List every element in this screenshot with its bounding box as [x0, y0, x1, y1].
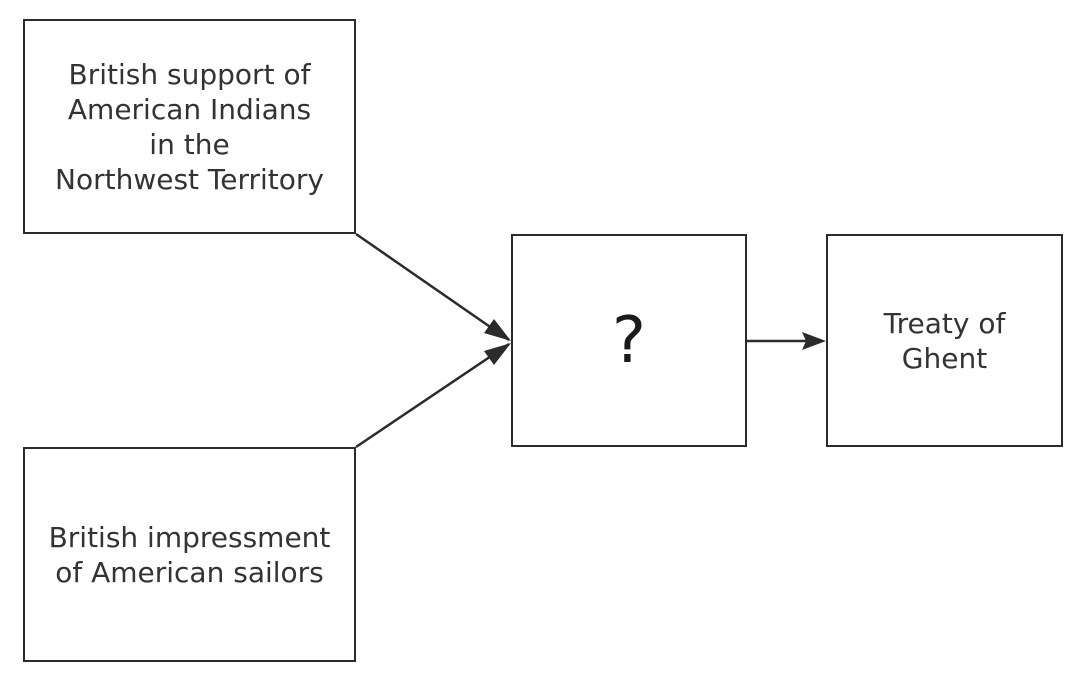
- arrowhead-result: [802, 332, 826, 350]
- arrow-cause-1-to-unknown: [355, 232, 510, 342]
- result-box-treaty: Treaty of Ghent: [826, 234, 1063, 447]
- result-box-treaty-label: Treaty of Ghent: [883, 306, 1006, 375]
- unknown-event-label: ?: [612, 303, 646, 378]
- cause-box-impressment: British impressment of American sailors: [23, 447, 356, 662]
- cause-box-indian-support-label: British support of American Indians in t…: [55, 57, 324, 196]
- cause-box-impressment-label: British impressment of American sailors: [48, 520, 331, 589]
- arrowhead-cause-2: [484, 343, 511, 365]
- unknown-event-box: ?: [511, 234, 747, 447]
- arrow-cause-2-to-unknown: [355, 342, 510, 449]
- arrowhead-cause-1: [484, 319, 511, 341]
- cause-box-indian-support: British support of American Indians in t…: [23, 19, 356, 234]
